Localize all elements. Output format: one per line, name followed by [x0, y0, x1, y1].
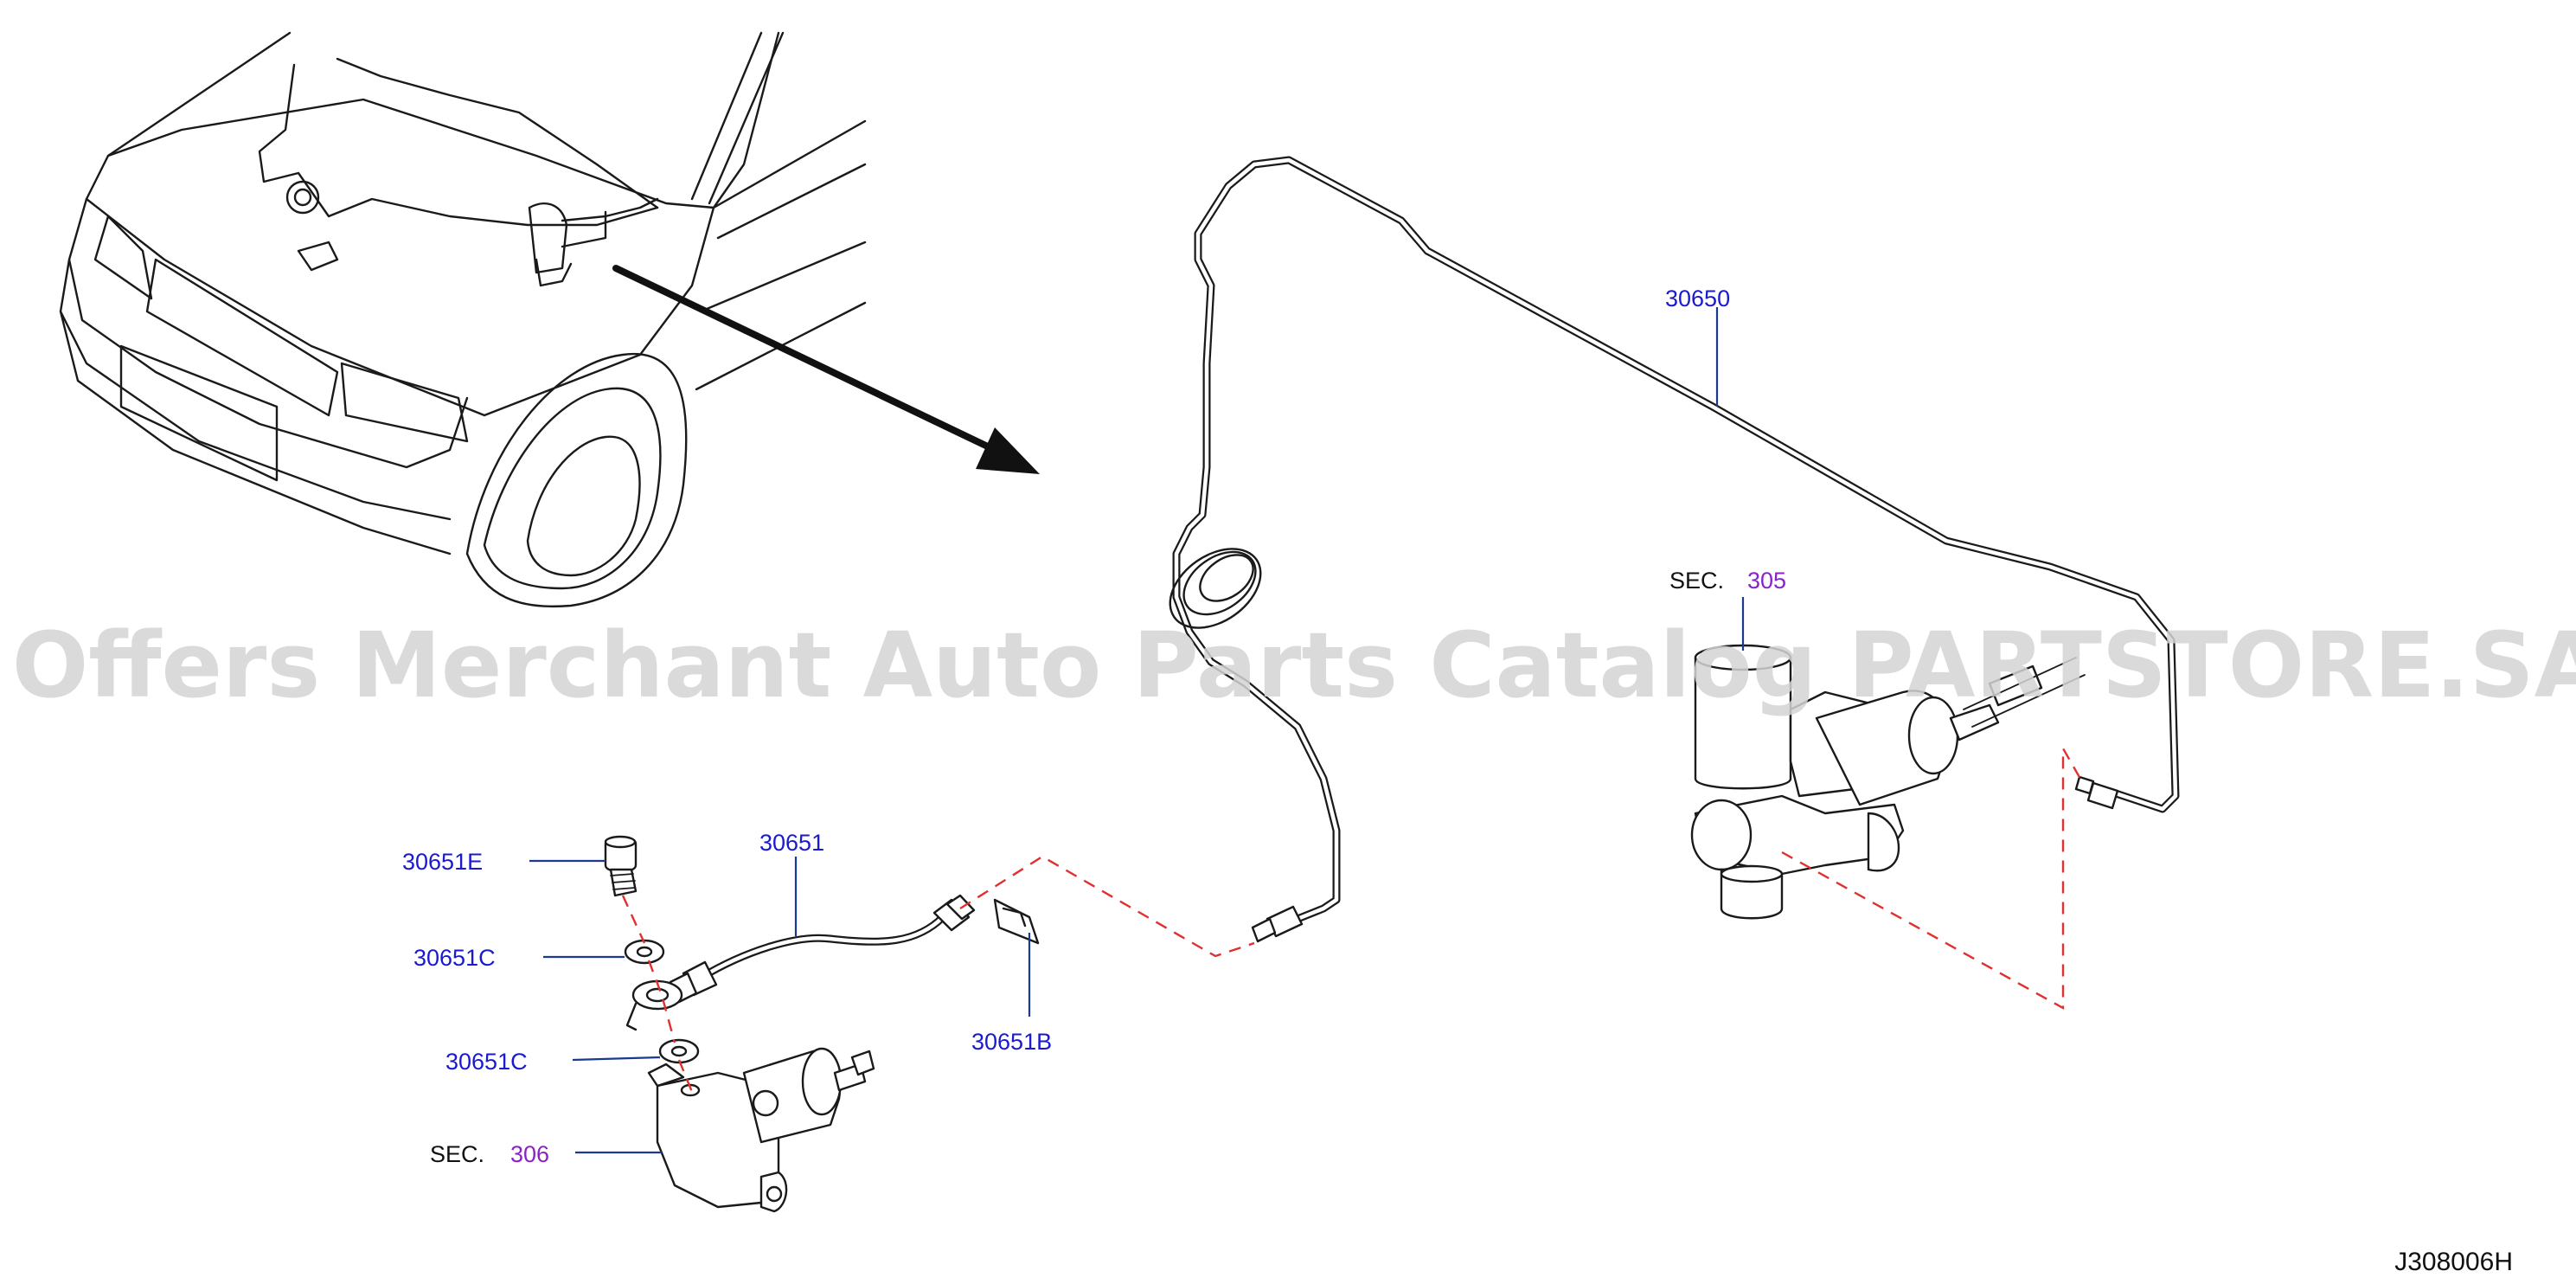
union-bolt-30651E: [604, 835, 638, 897]
location-arrow: [612, 265, 1040, 474]
clutch-hose-30651: [625, 894, 976, 1031]
sec-305-prefix: SEC.: [1669, 568, 1724, 594]
dashed-connectors: [621, 744, 2082, 1093]
sec-306-prefix: SEC.: [430, 1141, 484, 1167]
copper-washer-lower: [658, 1038, 700, 1064]
lock-clip-30651B: [993, 898, 1040, 945]
part-label-30651B: 30651B: [971, 1029, 1052, 1055]
part-label-30651C-lower: 30651C: [445, 1049, 528, 1075]
part-label-30650: 30650: [1665, 286, 1730, 311]
vehicle-front-illustration: [59, 31, 867, 608]
part-label-30651C-upper: 30651C: [413, 945, 496, 971]
clutch-tube-30650: [1169, 156, 2180, 943]
sec-305-ref: 305: [1747, 568, 1786, 594]
copper-washer-upper: [624, 939, 665, 965]
watermark-text: Offers Merchant Auto Parts Catalog PARTS…: [12, 613, 2576, 718]
part-label-30651: 30651: [759, 830, 824, 856]
clutch-master-cylinder: [1690, 644, 2086, 920]
leader-lines: [529, 307, 1745, 1154]
sec-306-ref: 306: [510, 1141, 549, 1167]
clutch-operating-cylinder: [647, 1047, 875, 1213]
diagram-code: J308006H: [2394, 1248, 2513, 1276]
part-label-30651E: 30651E: [402, 849, 483, 875]
